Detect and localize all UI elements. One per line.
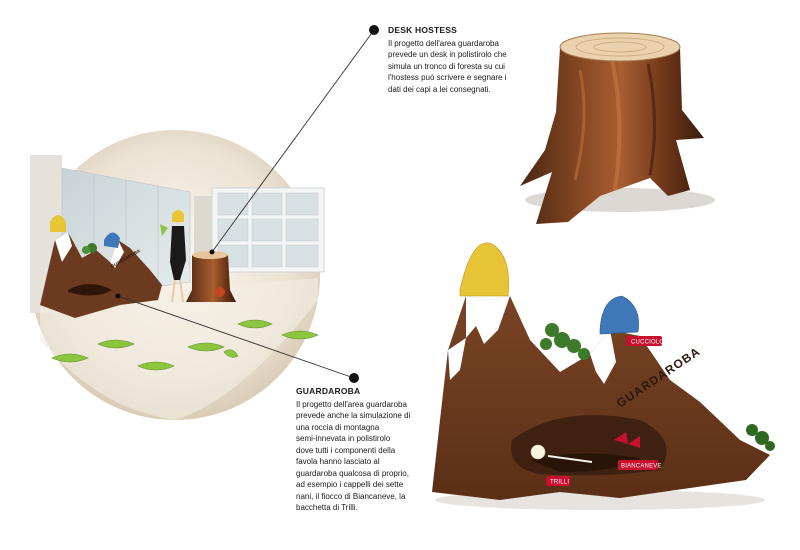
tag-biancaneve-label: BIANCANEVE	[621, 464, 662, 470]
annotation-desk-body: Il progetto dell'area guardaroba prevede…	[388, 38, 507, 94]
tag-biancaneve: BIANCANEVE	[618, 460, 662, 470]
small-rock: GUARDAROBA	[40, 215, 162, 318]
callout-dot-guardaroba	[349, 373, 359, 383]
floor-leaves	[51, 319, 319, 371]
tag-cucciolo-label: CUCCIOLO	[631, 340, 664, 346]
annotation-desk-hostess: DESK HOSTESS Il progetto dell'area guard…	[388, 25, 528, 95]
annotation-guardaroba-title: GUARDAROBA	[296, 386, 361, 396]
callout-dot-desk	[369, 25, 379, 35]
desk-stump	[520, 32, 715, 224]
tag-trilli-label: TRILLI	[550, 480, 569, 486]
hostess-figure	[160, 210, 186, 303]
small-stump	[186, 251, 236, 302]
tag-cucciolo: CUCCIOLO	[626, 336, 664, 346]
annotation-guardaroba: GUARDAROBA Il progetto dell'area guardar…	[296, 386, 446, 514]
tag-trilli: TRILLI	[546, 476, 570, 486]
scene-overview: GUARDAROBA	[30, 130, 325, 420]
guardaroba-rock: GUARDAROBA CUCCIOLO BIANCANEVE TRILLI	[432, 242, 775, 510]
annotation-desk-title: DESK HOSTESS	[388, 25, 457, 35]
annotation-guardaroba-body: Il progetto dell'area guardaroba prevede…	[296, 399, 411, 513]
callout-lines	[115, 25, 379, 383]
